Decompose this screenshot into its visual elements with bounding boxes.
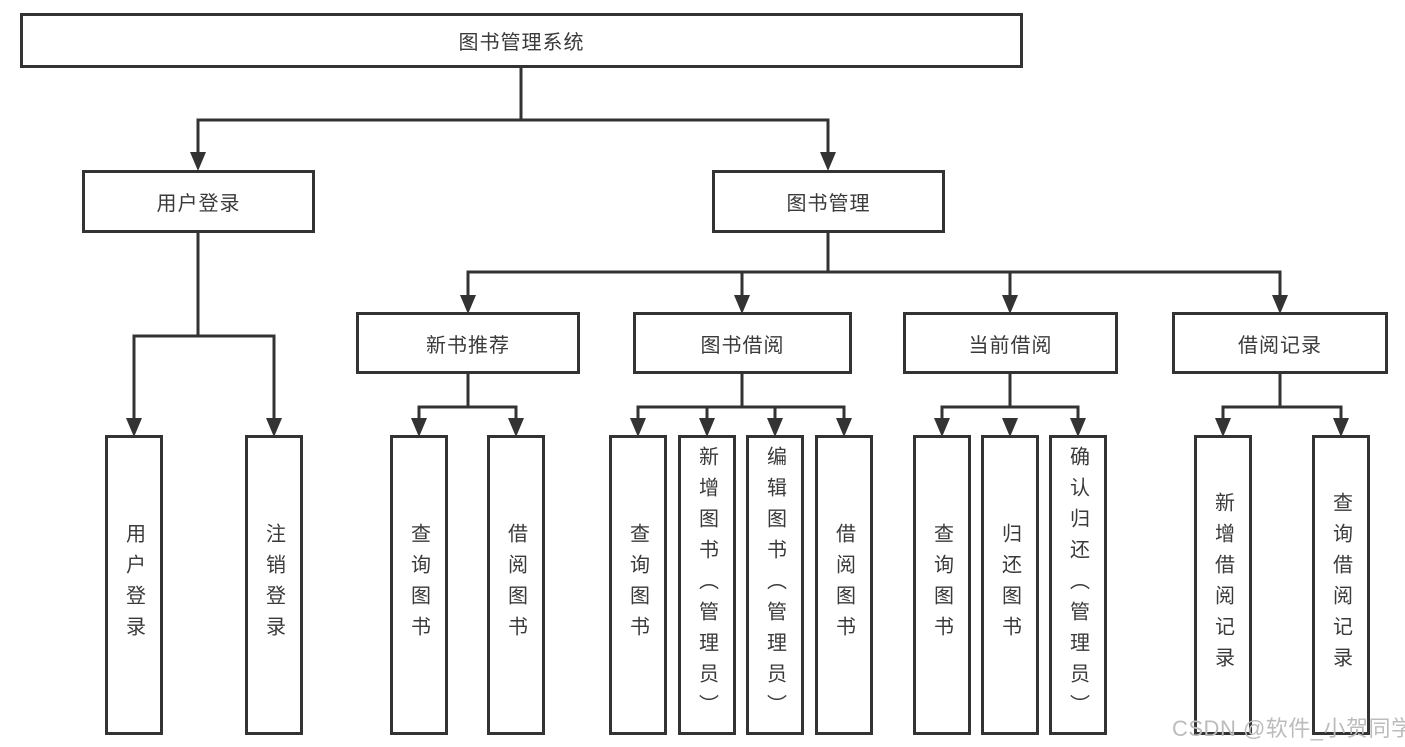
node-new-book-recommend: 新书推荐 <box>356 312 580 374</box>
node-label: 借阅图书 <box>504 523 527 647</box>
node-label: 注销登录 <box>262 523 285 647</box>
node-user-login: 用户登录 <box>82 170 315 233</box>
node-label: 用户登录 <box>122 523 145 647</box>
csdn-watermark: CSDN @软件_小贺同学 <box>1172 716 1405 741</box>
node-label: 查询图书 <box>407 523 430 647</box>
node-library-system: 图书管理系统 <box>20 13 1023 68</box>
node-book-management: 图书管理 <box>712 170 945 233</box>
node-label: 查询图书 <box>930 523 953 647</box>
leaf-return-books: 归还图书 <box>981 435 1039 735</box>
leaf-user-login: 用户登录 <box>105 435 163 735</box>
node-label: 借阅图书 <box>832 523 855 647</box>
leaf-query-books-3: 查询图书 <box>913 435 971 735</box>
node-label: 新书推荐 <box>426 334 510 357</box>
node-label: 归还图书 <box>998 523 1021 647</box>
leaf-query-borrow-record: 查询借阅记录 <box>1312 435 1370 735</box>
node-label: 新增借阅记录 <box>1211 492 1234 678</box>
node-label: 确认归还（管理员） <box>1066 445 1089 725</box>
node-label: 编辑图书（管理员） <box>763 445 786 725</box>
node-label: 借阅记录 <box>1238 334 1322 357</box>
leaf-add-books-admin: 新增图书（管理员） <box>678 435 736 735</box>
node-label: 查询借阅记录 <box>1329 492 1352 678</box>
node-label: 查询图书 <box>626 523 649 647</box>
node-book-borrow: 图书借阅 <box>633 312 852 374</box>
node-label: 用户登录 <box>156 193 241 215</box>
leaf-add-borrow-record: 新增借阅记录 <box>1194 435 1252 735</box>
leaf-borrow-books-2: 借阅图书 <box>815 435 873 735</box>
node-label: 图书管理系统 <box>458 32 585 54</box>
leaf-borrow-books: 借阅图书 <box>487 435 545 735</box>
node-current-borrow: 当前借阅 <box>903 312 1118 374</box>
leaf-query-books-2: 查询图书 <box>609 435 667 735</box>
arrowheads <box>126 152 1349 437</box>
leaf-logout: 注销登录 <box>245 435 303 735</box>
node-label: 图书管理 <box>786 193 871 215</box>
leaf-query-books: 查询图书 <box>390 435 448 735</box>
leaf-edit-books-admin: 编辑图书（管理员） <box>746 435 804 735</box>
node-label: 图书借阅 <box>700 334 785 357</box>
node-label: 新增图书（管理员） <box>695 445 718 725</box>
node-label: 当前借阅 <box>968 334 1053 357</box>
node-borrow-record: 借阅记录 <box>1172 312 1388 374</box>
leaf-confirm-return-admin: 确认归还（管理员） <box>1049 435 1107 735</box>
